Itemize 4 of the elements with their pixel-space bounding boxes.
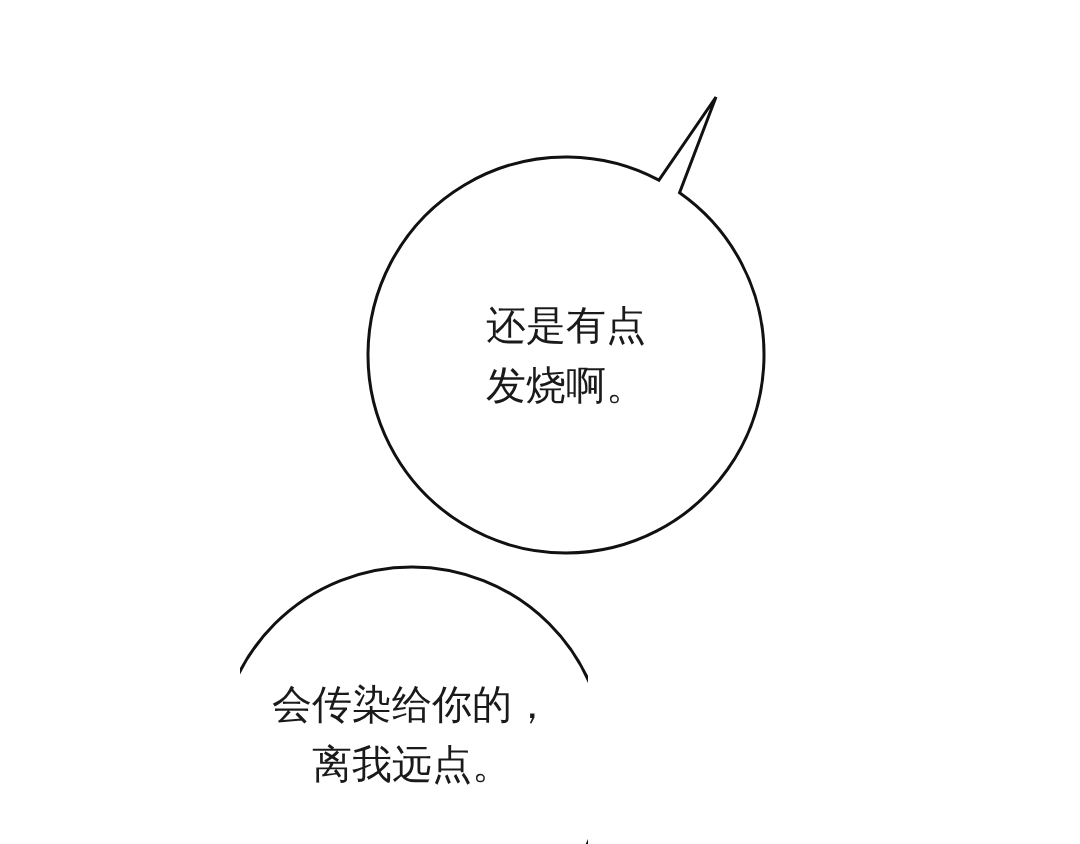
speech-text: 还是有点发烧啊。 bbox=[485, 301, 647, 410]
speech-bubble bbox=[366, 95, 768, 557]
speech-text: 会传染给你的，离我远点。 bbox=[271, 680, 553, 789]
speech-bubble bbox=[240, 564, 588, 844]
